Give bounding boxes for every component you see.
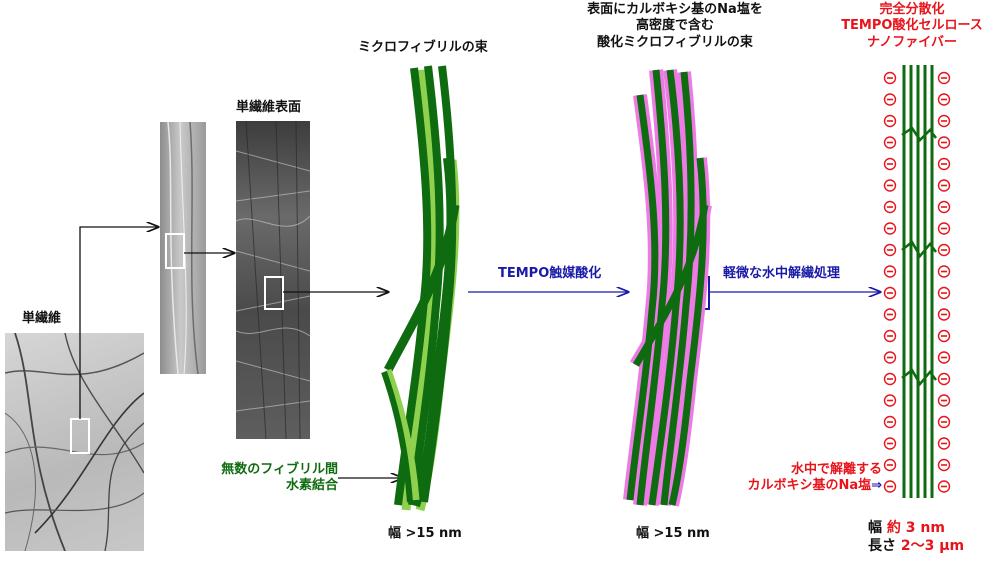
hbond-line-1: 無数のフィブリル間: [221, 462, 338, 477]
oxidized-title-line-3: 酸化ミクロフィブリルの束: [597, 34, 753, 50]
salt-line-2-text: カルボキシ基のNa塩: [747, 478, 872, 494]
label-dispersion: 軽微な水中解繊処理: [723, 266, 841, 281]
salt-line-1: 水中で解離する: [790, 462, 882, 477]
hbond-line-2: 水素結合: [285, 478, 338, 494]
tempo-nanofibers: [901, 65, 937, 498]
charges-left: [883, 71, 897, 493]
nanofiber-width: 幅 約 3 nm: [868, 520, 964, 538]
zoom-box-surface: [264, 276, 284, 310]
tempo-title-line-2: TEMPO酸化セルロース: [841, 18, 983, 34]
tempo-title-line-3: ナノファイバー: [866, 34, 958, 50]
label-single-fiber: 単繊維: [22, 311, 62, 326]
width-value: 約 3 nm: [886, 520, 945, 536]
single-fiber-photo: [5, 333, 144, 551]
label-tempo-nanofiber: 完全分散化 TEMPO酸化セルロース ナノファイバー: [832, 2, 992, 51]
label-oxidized-bundle: 表面にカルボキシ基のNa塩を 高密度で含む 酸化ミクロフィブリルの束: [560, 2, 790, 51]
label-width-oxidized: 幅 >15 nm: [636, 526, 710, 541]
charges-right: [937, 71, 951, 493]
label-carboxy-salt: 水中で解離する カルボキシ基のNa塩⇒: [722, 462, 882, 495]
nanofiber-length: 長さ 2〜3 μm: [868, 538, 964, 556]
connector-fiber-to-sem: [79, 227, 158, 419]
zoom-box-sem: [165, 233, 185, 269]
oxidized-microfibril-bundle: [623, 69, 712, 507]
label-microfibril-bundle: ミクロフィブリルの束: [358, 40, 488, 55]
width-prefix: 幅: [868, 520, 882, 536]
label-nanofiber-size: 幅 約 3 nm 長さ 2〜3 μm: [868, 520, 964, 555]
label-width-bundle: 幅 >15 nm: [388, 526, 462, 541]
length-prefix: 長さ: [868, 537, 896, 554]
salt-line-2: カルボキシ基のNa塩⇒: [722, 478, 882, 494]
fiber-surface-photo: [236, 121, 310, 439]
zoom-box-single-fiber: [70, 418, 90, 454]
single-fiber-texture: [5, 333, 144, 551]
tempo-title-line-1: 完全分散化: [879, 2, 945, 17]
label-hydrogen-bond: 無数のフィブリル間 水素結合: [200, 462, 338, 495]
salt-arrow-icon: ⇒: [871, 478, 882, 494]
length-value: 2〜3 μm: [900, 537, 965, 554]
microfibril-bundle: [381, 65, 460, 512]
label-tempo-oxidation: TEMPO触媒酸化: [498, 266, 602, 281]
oxidized-title-line-2: 高密度で含む: [635, 18, 714, 34]
fiber-surface-texture: [236, 121, 310, 439]
label-fiber-surface: 単繊維表面: [236, 100, 302, 115]
oxidized-title-line-1: 表面にカルボキシ基のNa塩を: [587, 2, 763, 17]
